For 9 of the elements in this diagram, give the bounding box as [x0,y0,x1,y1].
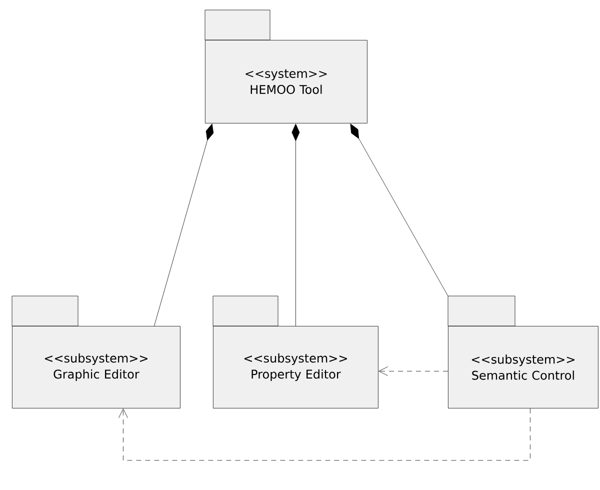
connector [378,366,448,376]
package-box: <<subsystem>> Graphic Editor [12,296,180,408]
package-box: <<subsystem>> Property Editor [212,296,378,408]
connector [154,124,214,326]
connector [350,124,448,296]
connector [292,124,300,326]
connector [118,408,530,461]
package-box: <<subsystem>> Semantic Control [448,296,598,408]
package-box: <<system>> HEMOO Tool [204,10,368,124]
